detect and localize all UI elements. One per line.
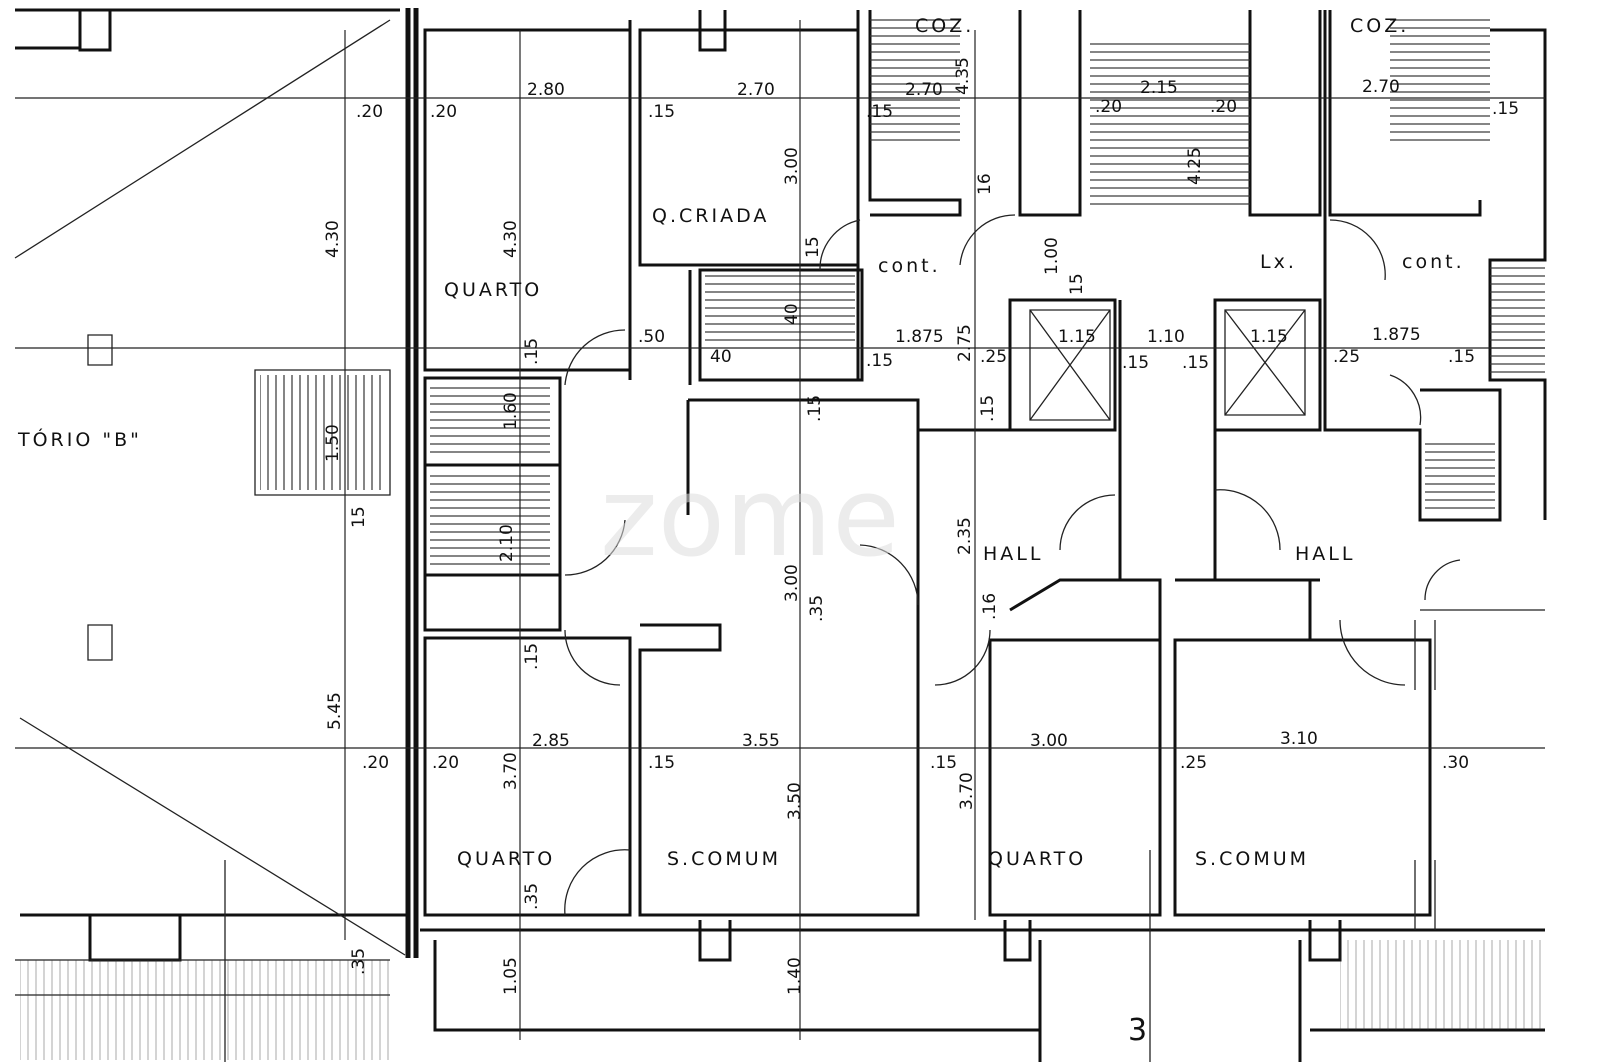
dimension-label: 4.25 <box>1185 147 1205 185</box>
dimension-label: 40 <box>710 347 732 367</box>
room-labels: QUARTO Q.CRIADA COZ. COZ. cont. cont. Lx… <box>17 15 1465 870</box>
room-label-s-comum: S.COMUM <box>667 848 781 870</box>
dimension-label: 40 <box>782 303 802 325</box>
watermark: zome <box>600 453 900 581</box>
dimension-label: .20 <box>356 102 383 122</box>
dimension-label: 4.30 <box>323 220 343 258</box>
dimension-label: .20 <box>362 753 389 773</box>
dimension-label: 3.00 <box>782 564 802 602</box>
elevators <box>1029 309 1306 421</box>
dimension-labels: 2.80 2.70 .20 .20 .15 .15 2.70 4.35 2.15… <box>323 57 1519 1048</box>
dimension-label: 15 <box>1067 273 1087 295</box>
dimension-label: .25 <box>980 347 1007 367</box>
dimension-label: 2.75 <box>955 324 975 362</box>
dimension-label: .15 <box>1448 347 1475 367</box>
dimension-label: 15 <box>803 236 823 258</box>
room-label-s-comum: S.COMUM <box>1195 848 1309 870</box>
dimension-label: 2.10 <box>497 524 517 562</box>
dimension-label: .35 <box>522 883 542 910</box>
room-label-quarto: QUARTO <box>988 848 1086 870</box>
door-swings <box>564 214 1461 916</box>
dimension-label: 5.45 <box>325 692 345 730</box>
dimension-label: 2.70 <box>1362 77 1400 97</box>
dimension-label: .15 <box>930 753 957 773</box>
dimension-label: 4.35 <box>953 57 973 95</box>
dimension-label: 3.00 <box>1030 731 1068 751</box>
dimension-label: 1.875 <box>895 327 944 347</box>
dimension-label: .15 <box>1492 99 1519 119</box>
dimension-label: .15 <box>648 102 675 122</box>
dimension-label: 3 <box>1128 1013 1147 1048</box>
dimension-label: 2.35 <box>955 517 975 555</box>
room-label-coz: COZ. <box>915 15 974 37</box>
dimension-label: 1.10 <box>1147 327 1185 347</box>
room-label-cont: cont. <box>1402 251 1465 273</box>
room-label-escritorio: TÓRIO "B" <box>17 427 142 451</box>
dimension-lines <box>15 20 1545 1040</box>
room-label-cont: cont. <box>878 255 941 277</box>
dimension-label: 1.50 <box>323 424 343 462</box>
dimension-label: .15 <box>648 753 675 773</box>
dimension-label: .30 <box>1442 753 1469 773</box>
dimension-label: 3.70 <box>501 752 521 790</box>
dimension-label: .20 <box>1210 97 1237 117</box>
dimension-label: 1.875 <box>1372 325 1421 345</box>
dimension-label: .20 <box>1095 97 1122 117</box>
dimension-label: .50 <box>638 327 665 347</box>
dimension-label: 2.15 <box>1140 78 1178 98</box>
dimension-label: 3.55 <box>742 731 780 751</box>
dimension-label: 2.85 <box>532 731 570 751</box>
stairs-hatching <box>20 15 1545 1060</box>
dimension-label: .15 <box>1182 353 1209 373</box>
room-label-quarto: QUARTO <box>444 279 542 301</box>
dimension-label: 1.05 <box>501 957 521 995</box>
dimension-label: .15 <box>978 395 998 422</box>
dimension-label: 1.15 <box>1058 327 1096 347</box>
room-label-hall: HALL <box>1295 543 1355 565</box>
dimension-label: 3.10 <box>1280 729 1318 749</box>
room-label-coz: COZ. <box>1350 15 1409 37</box>
dimension-label: 3.00 <box>782 147 802 185</box>
dimension-label: .35 <box>349 948 369 975</box>
dimension-label: 16 <box>975 173 995 195</box>
dimension-label: .25 <box>1333 347 1360 367</box>
dimension-label: .25 <box>1180 753 1207 773</box>
dimension-label: .15 <box>866 102 893 122</box>
dimension-label: .15 <box>805 395 825 422</box>
dimension-label: 15 <box>349 506 369 528</box>
dimension-label: .15 <box>866 351 893 371</box>
dimension-label: 2.80 <box>527 80 565 100</box>
room-label-lx: Lx. <box>1260 251 1297 273</box>
room-label-hall: HALL <box>983 543 1043 565</box>
dimension-label: .20 <box>430 102 457 122</box>
room-label-quarto: QUARTO <box>457 848 555 870</box>
dimension-label: 2.70 <box>737 80 775 100</box>
dimension-label: .15 <box>522 338 542 365</box>
dimension-label: 1.00 <box>1042 237 1062 275</box>
dimension-label: .15 <box>522 643 542 670</box>
dimension-label: 2.70 <box>905 80 943 100</box>
room-label-q-criada: Q.CRIADA <box>652 205 769 227</box>
dimension-label: .16 <box>980 593 1000 620</box>
dimension-label: .20 <box>432 753 459 773</box>
dimension-label: 3.50 <box>785 782 805 820</box>
dimension-label: 1.40 <box>785 957 805 995</box>
dimension-label: 1.60 <box>501 392 521 430</box>
dimension-label: .15 <box>1122 353 1149 373</box>
dimension-label: 4.30 <box>501 220 521 258</box>
dimension-label: 3.70 <box>957 772 977 810</box>
dimension-label: 1.15 <box>1250 327 1288 347</box>
dimension-label: .35 <box>807 595 827 622</box>
